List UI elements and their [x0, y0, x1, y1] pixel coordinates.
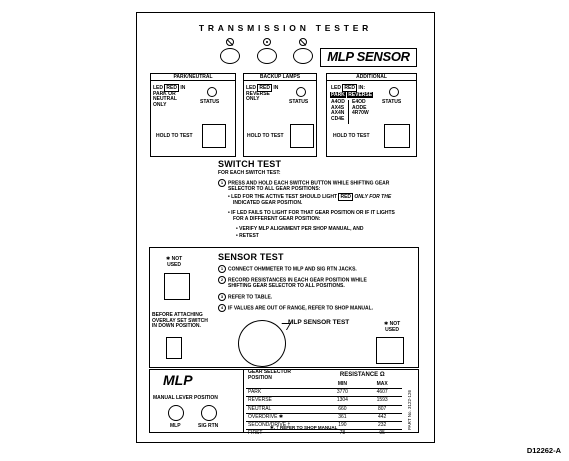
park-neutral-test-button[interactable] — [202, 124, 226, 148]
model-list-reverse: E4OD AODE 4R70W — [352, 99, 369, 117]
table-head-resistance: RESISTANCE Ω — [339, 372, 385, 378]
mlp-logo: MLP — [163, 372, 193, 388]
test-jack-3[interactable] — [293, 48, 313, 64]
mlp-sensor-logo: MLP SENSOR — [320, 48, 417, 67]
part-number: PART No. 3122-126 — [407, 389, 412, 430]
hold-to-test-label: HOLD TO TEST — [156, 133, 193, 139]
status-led — [207, 87, 217, 97]
sensor-test-section — [149, 247, 419, 368]
led-description: LED RED IN PARK OR NEUTRAL ONLY — [153, 84, 186, 108]
switch-test-intro: FOR EACH SWITCH TEST: — [218, 170, 281, 176]
sensor-test-title: SENSOR TEST — [218, 252, 284, 262]
switch-test-bullet-2: • IF LED FAILS TO LIGHT FOR THAT GEAR PO… — [228, 210, 395, 222]
mlp-sensor-test-dial[interactable] — [238, 320, 286, 367]
switch-test-sub-1: • VERIFY MLP ALIGNMENT PER SHOP MANUAL, … — [236, 226, 364, 232]
tester-title: TRANSMISSION TESTER — [198, 23, 373, 33]
figure-id: D12262-A — [526, 446, 561, 455]
switch-test-title: SWITCH TEST — [218, 159, 282, 169]
footnote: ✱, † REFER TO SHOP MANUAL — [270, 425, 338, 430]
mlp-jack-panel — [149, 369, 244, 433]
mlp-jack[interactable] — [168, 405, 184, 421]
table-head-min: MIN — [337, 381, 347, 388]
test-jack-2[interactable] — [257, 48, 277, 64]
jack-symbol-icon — [226, 38, 234, 46]
mlp-jack-label: MLP — [170, 423, 181, 429]
table-head-max: MAX — [376, 381, 388, 388]
park-reverse-labels: PARK REVERSE — [330, 92, 374, 98]
model-list-park: A4OD AX4S AX4N CD4E — [331, 99, 345, 122]
tester-overlay-panel — [136, 12, 435, 443]
hold-to-test-label: HOLD TO TEST — [333, 133, 370, 139]
backup-lamps-test-button[interactable] — [290, 124, 314, 148]
status-label: STATUS — [382, 99, 402, 105]
switch-test-bullet-1: • LED FOR THE ACTIVE TEST SHOULD LIGHT R… — [228, 193, 392, 206]
panel-header: ADDITIONAL — [356, 74, 387, 80]
status-label: STATUS — [289, 99, 309, 105]
sig-rtn-jack-label: SIG RTN — [198, 423, 219, 429]
mlp-sensor-test-label: MLP SENSOR TEST — [288, 319, 350, 326]
overlay-note: BEFORE ATTACHING OVERLAY SET SWITCH IN D… — [152, 312, 208, 330]
sig-rtn-jack[interactable] — [201, 405, 217, 421]
status-led — [389, 87, 399, 97]
led-description: LED RED IN: — [331, 84, 366, 92]
not-used-switch-left[interactable] — [164, 273, 190, 300]
overlay-set-switch[interactable] — [166, 337, 182, 359]
status-label: STATUS — [200, 99, 220, 105]
not-used-switch-right[interactable] — [376, 337, 404, 364]
status-led — [296, 87, 306, 97]
jack-symbol-icon — [263, 38, 271, 46]
jack-symbol-icon — [299, 38, 307, 46]
manual-lever-label: MANUAL LEVER POSITION — [153, 395, 218, 401]
additional-test-button[interactable] — [384, 124, 410, 148]
hold-to-test-label: HOLD TO TEST — [247, 133, 284, 139]
panel-header: BACKUP LAMPS — [259, 74, 301, 80]
test-jack-1[interactable] — [220, 48, 240, 64]
panel-header: PARK/NEUTRAL — [173, 74, 213, 80]
switch-test-sub-2: • RETEST — [236, 233, 259, 239]
led-description: LED RED IN REVERSE ONLY — [246, 84, 279, 103]
